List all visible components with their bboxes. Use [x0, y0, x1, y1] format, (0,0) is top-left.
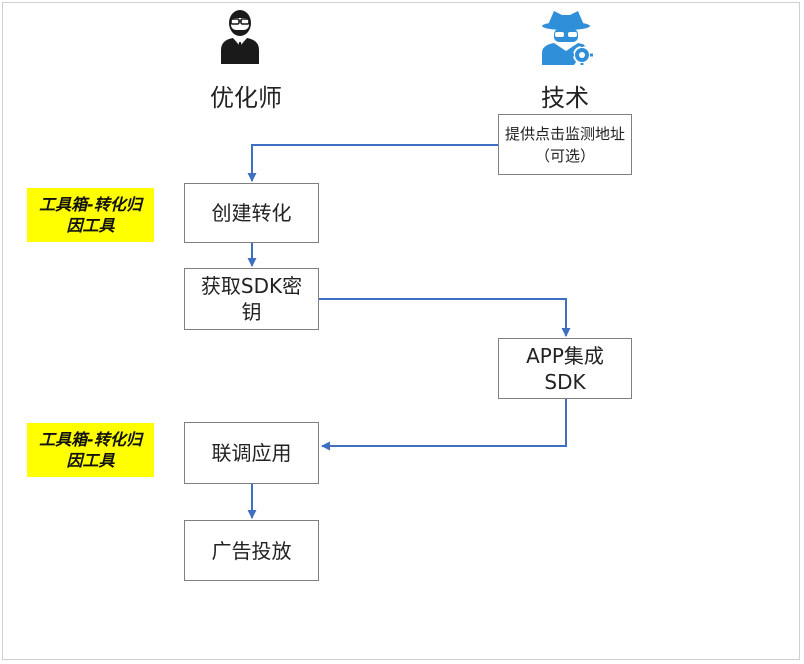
step-launch-label: 广告投放 — [211, 538, 292, 563]
arrow-integrate-to-debug — [321, 399, 567, 451]
step-create-box: 创建转化 — [184, 183, 319, 243]
step-integrate-box: APP集成SDK — [498, 338, 632, 399]
step-debug-box: 联调应用 — [184, 422, 319, 484]
arrow-monitor-to-create — [247, 144, 498, 182]
person-suit-icon — [221, 10, 259, 64]
step-launch-box: 广告投放 — [184, 520, 319, 581]
tool-tag-create: 工具箱-转化归因工具 — [27, 188, 154, 242]
arrow-getkey-to-integrate — [319, 298, 571, 337]
step-getkey-box: 获取SDK密钥 — [184, 268, 319, 330]
spy-gear-icon — [542, 11, 593, 65]
tool-tag-debug: 工具箱-转化归因工具 — [27, 423, 154, 477]
step-integrate-label: APP集成SDK — [526, 343, 604, 394]
step-monitor-label: 提供点击监测地址（可选） — [505, 124, 626, 165]
step-create-label: 创建转化 — [211, 201, 292, 225]
role-tech-label: 技术 — [541, 84, 589, 112]
step-debug-label: 联调应用 — [211, 441, 292, 465]
step-monitor-box: 提供点击监测地址（可选） — [498, 114, 632, 175]
role-optimizer-label: 优化师 — [210, 84, 282, 112]
step-getkey-label: 获取SDK密钥 — [200, 274, 303, 324]
tool-tag-debug-label: 工具箱-转化归因工具 — [39, 430, 142, 470]
tool-tag-create-label: 工具箱-转化归因工具 — [39, 195, 142, 235]
